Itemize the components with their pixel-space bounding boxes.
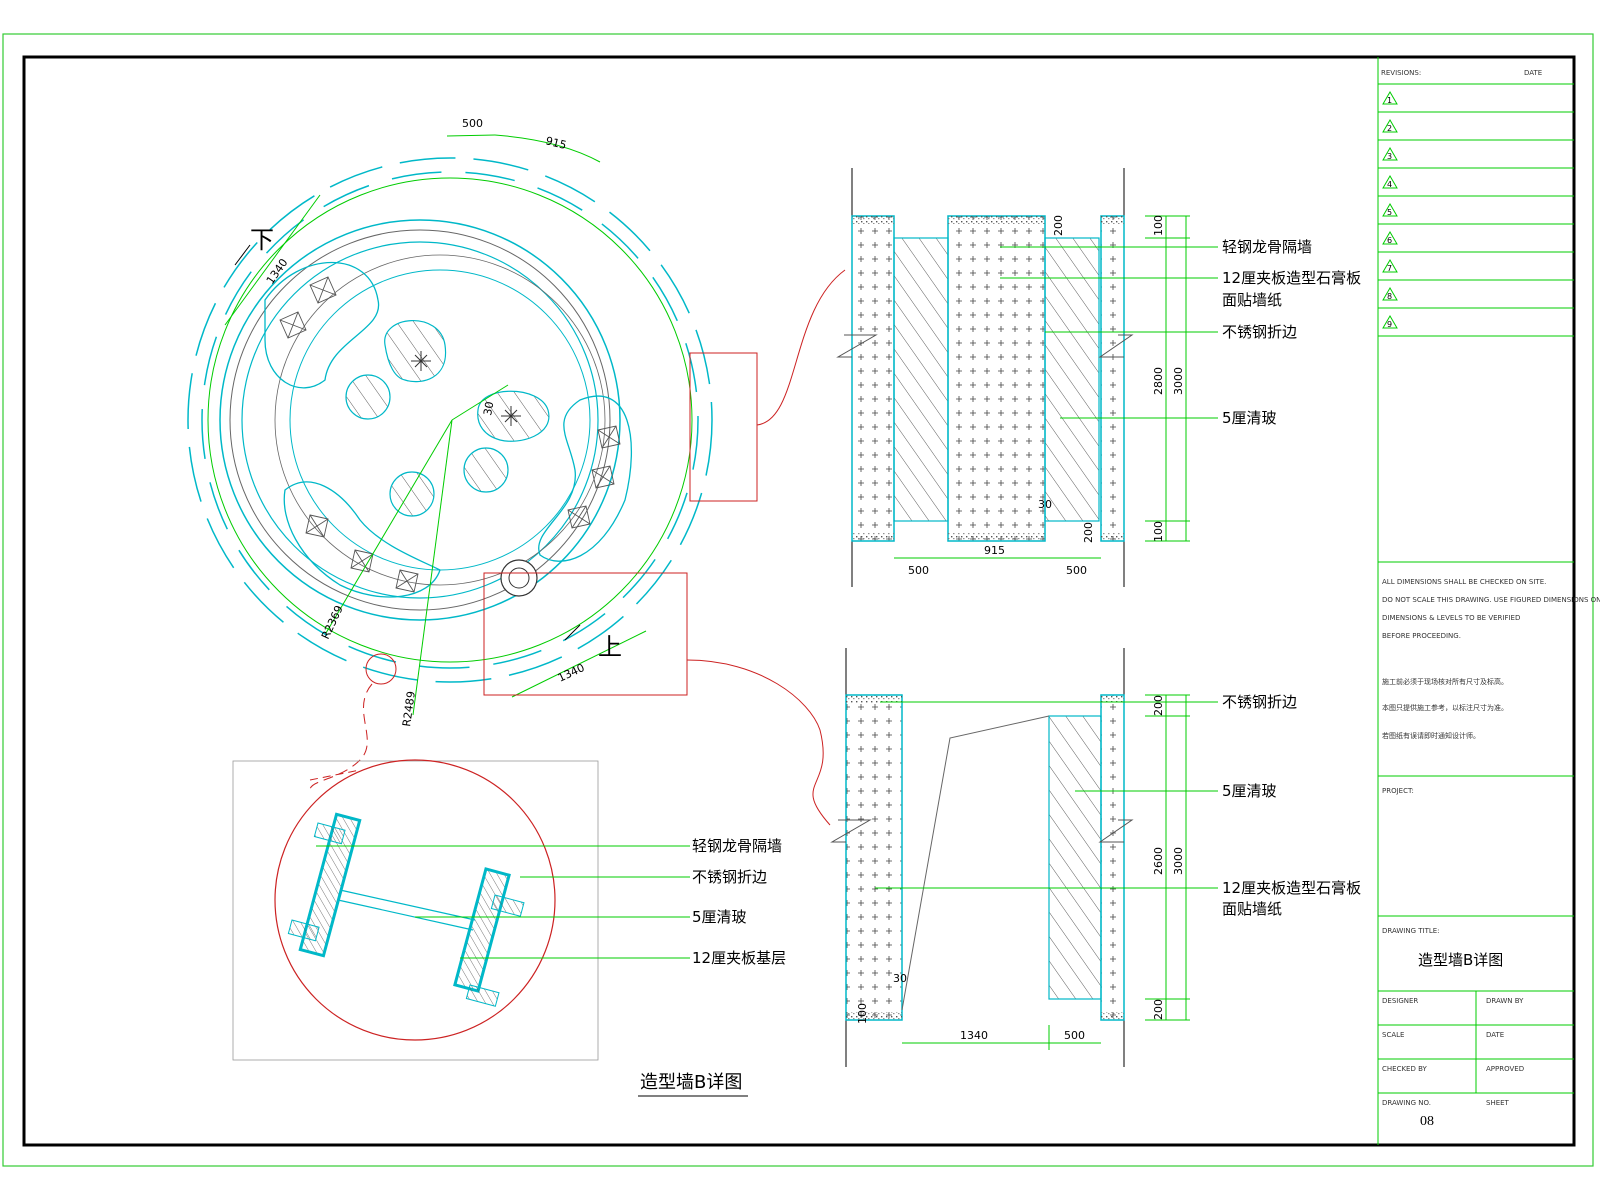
dim-2600: 2600 bbox=[1152, 847, 1165, 875]
label-clear-glass: 5厘清玻 bbox=[1222, 409, 1277, 427]
section-top-dims: 100 200 2800 3000 100 200 500 915 500 30 bbox=[908, 215, 1185, 577]
drawing-frame bbox=[22, 55, 1576, 1147]
label-wallpaper-b: 面贴墙纸 bbox=[1222, 900, 1282, 918]
dim-R2489: R2489 bbox=[400, 690, 418, 727]
revision-triangle-icon bbox=[1382, 203, 1398, 217]
section-bottom-dims: 200 2600 3000 200 100 1340 500 30 bbox=[856, 695, 1185, 1042]
revisions-header: REVISIONS: bbox=[1381, 69, 1421, 77]
dim-915: 915 bbox=[544, 134, 568, 152]
dim-200-top-b: 200 bbox=[1152, 695, 1165, 716]
dim-200-bottom-b: 200 bbox=[1152, 999, 1165, 1020]
field-scale: SCALE bbox=[1382, 1031, 1404, 1039]
dim-30-top: 30 bbox=[1038, 498, 1052, 511]
revision-number: 1 bbox=[1387, 96, 1392, 105]
field-approved: APPROVED bbox=[1486, 1065, 1524, 1073]
dim-500-section-b: 500 bbox=[1064, 1029, 1085, 1042]
revision-triangle-icon bbox=[1382, 91, 1398, 105]
section-top-labels: 轻钢龙骨隔墙 12厘夹板造型石膏板 面贴墙纸 不锈钢折边 5厘清玻 bbox=[1222, 238, 1361, 427]
note-en-2: DO NOT SCALE THIS DRAWING. USE FIGURED D… bbox=[1382, 596, 1600, 604]
revision-triangle-icon bbox=[1382, 119, 1398, 133]
arrow-down-label: 下 bbox=[250, 226, 274, 254]
dim-100-b: 100 bbox=[856, 1003, 869, 1024]
dim-1340-bottom: 1340 bbox=[556, 661, 587, 685]
section-bottom-labels: 不锈钢折边 5厘清玻 12厘夹板造型石膏板 面贴墙纸 bbox=[1222, 693, 1361, 918]
label-light-steel-wall: 轻钢龙骨隔墙 bbox=[1222, 238, 1312, 256]
sheet-number: 08 bbox=[1420, 1114, 1434, 1129]
revision-triangle-icon bbox=[1382, 287, 1398, 301]
project-label: PROJECT: bbox=[1382, 787, 1414, 795]
dim-R2369: R2369 bbox=[319, 603, 346, 641]
detail-label-plywood-base: 12厘夹板基层 bbox=[692, 949, 786, 967]
detail-label-clear-glass: 5厘清玻 bbox=[692, 908, 747, 926]
revision-triangle-icon bbox=[1382, 231, 1398, 245]
dim-100-bottom: 100 bbox=[1152, 521, 1165, 542]
dim-3000-top: 3000 bbox=[1172, 367, 1185, 395]
dim-30-b: 30 bbox=[893, 972, 907, 985]
dim-1340-section: 1340 bbox=[960, 1029, 988, 1042]
revision-number: 4 bbox=[1387, 180, 1392, 189]
drawing-title: 造型墙B详图 bbox=[1418, 951, 1503, 969]
revision-number: 8 bbox=[1387, 292, 1392, 301]
field-sheet: SHEET bbox=[1486, 1099, 1510, 1107]
revision-triangle-icon bbox=[1382, 147, 1398, 161]
note-cn-3: 若图纸有误请即时通知设计师。 bbox=[1382, 731, 1480, 740]
date-header: DATE bbox=[1524, 69, 1542, 77]
revision-triangle-icon bbox=[1382, 259, 1398, 273]
circular-plan bbox=[187, 134, 846, 826]
revision-number: 3 bbox=[1387, 152, 1392, 161]
field-drawn-by: DRAWN BY bbox=[1486, 997, 1524, 1005]
note-en-4: BEFORE PROCEEDING. bbox=[1382, 632, 1461, 640]
dim-100-top: 100 bbox=[1152, 215, 1165, 236]
detail-label-stainless-edge: 不锈钢折边 bbox=[692, 868, 767, 886]
dim-2800: 2800 bbox=[1152, 367, 1165, 395]
title-block bbox=[1377, 57, 1574, 1145]
label-plywood-gypsum: 12厘夹板造型石膏板 bbox=[1222, 269, 1361, 287]
label-stainless-edge: 不锈钢折边 bbox=[1222, 323, 1297, 341]
label-plywood-gypsum-b: 12厘夹板造型石膏板 bbox=[1222, 879, 1361, 897]
note-en-3: DIMENSIONS & LEVELS TO BE VERIFIED bbox=[1382, 614, 1520, 622]
outer-border bbox=[2, 33, 1594, 1167]
arrow-up-label: 上 bbox=[598, 633, 622, 661]
revision-number: 5 bbox=[1387, 208, 1392, 217]
label-wallpaper: 面贴墙纸 bbox=[1222, 291, 1282, 309]
detail-label-steel-wall: 轻钢龙骨隔墙 bbox=[692, 837, 782, 855]
section-bottom bbox=[830, 648, 1218, 1067]
note-cn-2: 本图只提供施工参考，以标注尺寸为准。 bbox=[1382, 703, 1508, 712]
label-clear-glass-b: 5厘清玻 bbox=[1222, 782, 1277, 800]
dim-500: 500 bbox=[462, 117, 483, 130]
field-date: DATE bbox=[1486, 1031, 1504, 1039]
joint-detail bbox=[232, 759, 690, 1061]
label-stainless-edge-b: 不锈钢折边 bbox=[1222, 693, 1297, 711]
field-checked-by: CHECKED BY bbox=[1382, 1065, 1428, 1073]
dim-200-top: 200 bbox=[1052, 215, 1065, 236]
revision-triangle-icon bbox=[1382, 175, 1398, 189]
revision-number: 7 bbox=[1387, 264, 1392, 273]
note-en-1: ALL DIMENSIONS SHALL BE CHECKED ON SITE. bbox=[1382, 578, 1546, 586]
drawing-caption: 造型墙B详图 bbox=[640, 1072, 742, 1093]
note-cn-1: 施工前必须于现场核对所有尺寸及标高。 bbox=[1382, 677, 1508, 686]
field-designer: DESIGNER bbox=[1382, 997, 1418, 1005]
revision-triangle-icon bbox=[1382, 315, 1398, 329]
dim-500-right: 500 bbox=[1066, 564, 1087, 577]
revision-number: 6 bbox=[1387, 236, 1392, 245]
drawing-title-label: DRAWING TITLE: bbox=[1382, 927, 1440, 935]
revision-number: 9 bbox=[1387, 320, 1392, 329]
revision-number: 2 bbox=[1387, 124, 1392, 133]
section-top bbox=[836, 168, 1218, 587]
field-drawing-no: DRAWING NO. bbox=[1382, 1099, 1431, 1107]
dim-3000-b: 3000 bbox=[1172, 847, 1185, 875]
title-block-text: REVISIONS: DATE 1 2 3 4 5 6 7 8 9 ALL DIMENSIONS… bbox=[1381, 69, 1600, 1129]
dim-200-bottom: 200 bbox=[1082, 522, 1095, 543]
dim-30: 30 bbox=[481, 400, 496, 416]
dim-915-section: 915 bbox=[984, 544, 1005, 557]
dim-500-left: 500 bbox=[908, 564, 929, 577]
detail-labels: 轻钢龙骨隔墙 不锈钢折边 5厘清玻 12厘夹板基层 bbox=[692, 837, 786, 967]
